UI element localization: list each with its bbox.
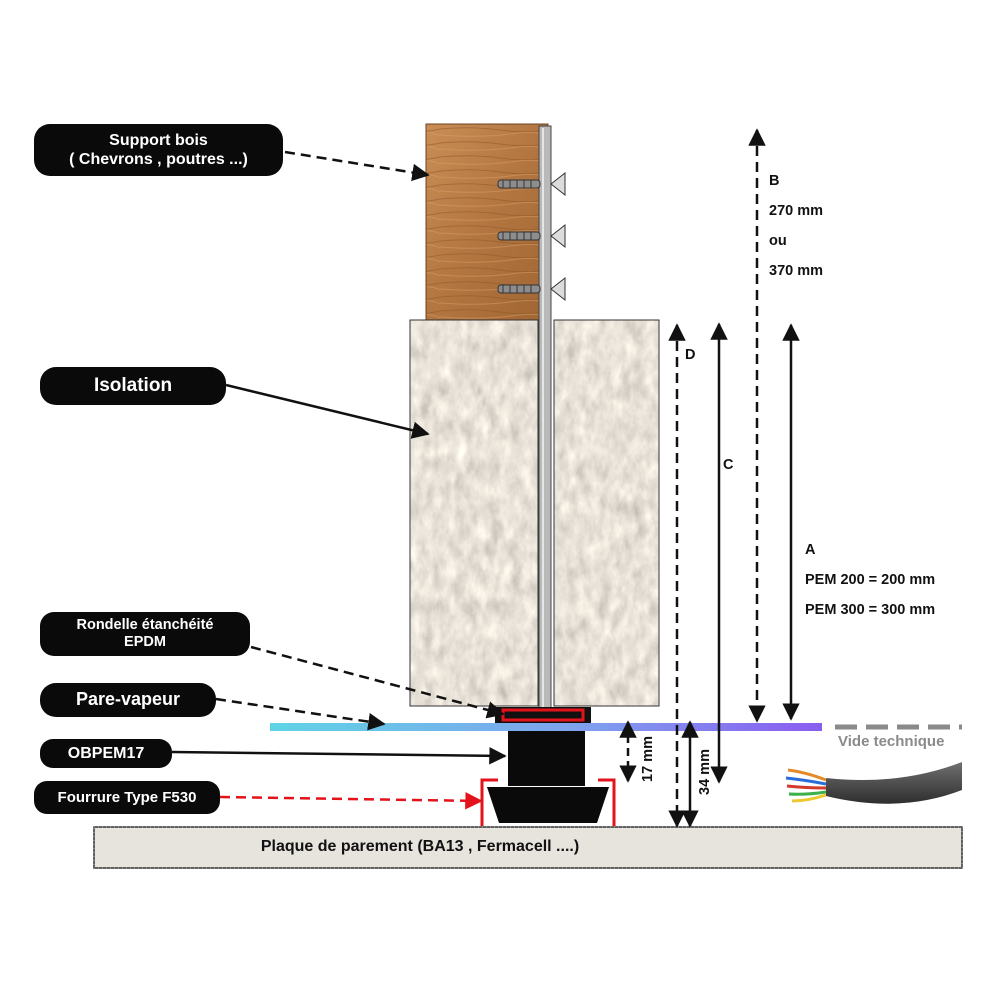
insulation-block-left — [409, 319, 539, 707]
wood-support-beam — [425, 123, 549, 322]
electric-cable-icon — [785, 762, 962, 804]
dimension-b-value1: 270 mm — [769, 203, 824, 219]
leader-fourrure — [219, 792, 483, 810]
dimension-b-or: ou — [769, 233, 787, 249]
plasterboard-plate — [93, 826, 963, 869]
dimension-b-letter: B — [769, 173, 780, 189]
label-plaque-parement: Plaque de parement (BA13 , Fermacell ...… — [260, 838, 580, 855]
label-support-bois-line1: Support bois — [109, 131, 208, 149]
label-rondelle-line2: EPDM — [124, 634, 166, 650]
dimension-b-value2: 370 mm — [769, 263, 824, 279]
label-isolation-text: Isolation — [93, 374, 173, 396]
dimension-a-pem300: PEM 300 = 300 mm — [805, 602, 936, 618]
label-support-bois: Support bois ( Chevrons , poutres ...) — [34, 124, 283, 176]
label-fourrure-text: Fourrure Type F530 — [57, 788, 197, 806]
obpem17-connector — [508, 731, 585, 786]
dimension-d-letter: D — [685, 347, 696, 363]
label-rondelle-epdm: Rondelle étanchéité EPDM — [40, 612, 250, 656]
dimension-b-text: B 270 mm ou 370 mm — [769, 166, 823, 286]
label-fourrure: Fourrure Type F530 — [34, 781, 220, 814]
screw-icon — [497, 171, 566, 197]
screw-icon — [497, 276, 566, 302]
label-pare-vapeur-text: Pare-vapeur — [75, 689, 181, 710]
leader-rondelle — [250, 645, 505, 719]
label-pare-vapeur: Pare-vapeur — [40, 683, 216, 717]
dimension-a-text: A PEM 200 = 200 mm PEM 300 = 300 mm — [805, 535, 935, 625]
metal-suspension-rod — [538, 125, 552, 711]
dimension-34mm-text: 34 mm — [697, 749, 713, 795]
label-isolation: Isolation — [40, 367, 226, 405]
insulation-block-right — [553, 319, 660, 707]
leader-isolation — [225, 383, 430, 439]
vapour-barrier-line — [270, 723, 822, 731]
epdm-washer — [495, 707, 591, 723]
dimension-a-letter: A — [805, 542, 816, 558]
label-rondelle-line1: Rondelle étanchéité — [76, 616, 214, 633]
screw-icon — [497, 223, 566, 249]
dimension-17mm-text: 17 mm — [640, 736, 656, 782]
dimension-a-pem200: PEM 200 = 200 mm — [805, 572, 936, 588]
leader-support-bois — [284, 150, 430, 182]
label-obpem17-text: OBPEM17 — [67, 744, 145, 762]
leader-pare-vapeur — [215, 697, 386, 731]
label-obpem17: OBPEM17 — [40, 739, 172, 768]
leader-obpem17 — [171, 747, 507, 765]
label-support-bois-line2: ( Chevrons , poutres ...) — [69, 151, 248, 168]
dimension-c-letter: C — [723, 457, 734, 473]
label-vide-technique: Vide technique — [838, 733, 945, 750]
furring-channel-f530 — [480, 778, 616, 826]
